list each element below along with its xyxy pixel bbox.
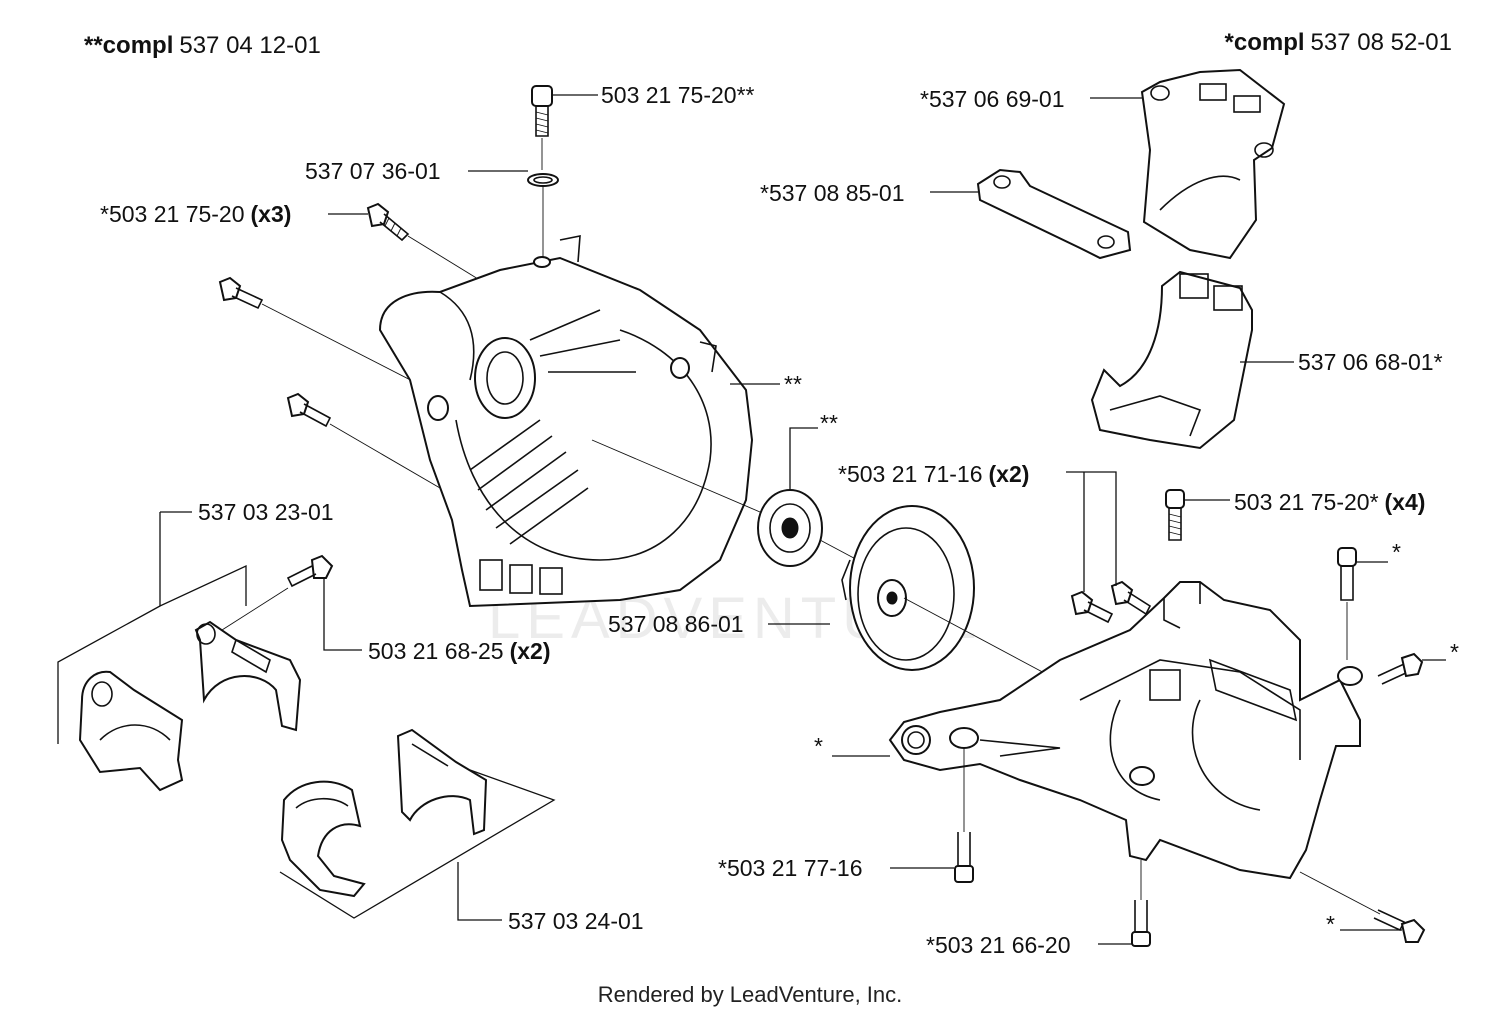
screw-77-part (954, 748, 974, 883)
crankcase-half-right-part (888, 581, 1381, 915)
right-assembly-number: 537 08 52-01 (1311, 29, 1452, 56)
screw-x2-part (1070, 580, 1152, 624)
bearing-part (591, 439, 881, 573)
label-cover-bottom: 537 06 68-01* (1298, 349, 1443, 375)
screw-left-upper-part (218, 276, 431, 391)
screw-right-vertical-part (1337, 547, 1357, 660)
label-bottom-right-marker: * (1326, 911, 1335, 937)
label-screw-x4: 503 21 75-20*(x4) (1234, 489, 1425, 515)
screw-66-part (1131, 860, 1151, 947)
label-crankcase-left-marker: * (814, 733, 823, 759)
screw-top-part (531, 85, 553, 170)
label-screw-68-number: 503 21 68-25 (368, 638, 504, 664)
gasket-part (976, 168, 1132, 260)
label-screw-77: *503 21 77-16 (718, 855, 863, 881)
screw-right-horizontal-part (1377, 652, 1424, 685)
label-screw-68-qty: (x2) (510, 638, 551, 664)
label-screw-x2: *503 21 71-16(x2) (838, 461, 1029, 487)
cover-top-part (1140, 68, 1286, 260)
screw-left-lower-part (286, 392, 441, 489)
label-screw-x4-number: 503 21 75-20* (1234, 489, 1379, 515)
seal-plate-part (841, 505, 1051, 677)
label-screw-x2-number: *503 21 71-16 (838, 461, 983, 487)
screw-x4-part (1165, 489, 1185, 541)
screw-68-part (221, 554, 334, 631)
screw-x3-part (366, 202, 410, 242)
cover-bottom-part (1090, 270, 1253, 450)
label-screw-x2-qty: (x2) (989, 461, 1030, 487)
screw-bottom-right-part (1373, 909, 1426, 943)
label-screw-x3: *503 21 75-20(x3) (100, 201, 291, 227)
clamp-lower-a-part (280, 780, 366, 898)
circlip-part (527, 173, 559, 260)
clamp-lower-b-part (396, 728, 488, 836)
label-star-right-1: * (1392, 539, 1401, 565)
footer-credit: Rendered by LeadVenture, Inc. (598, 982, 903, 1007)
label-housing-marker: ** (784, 371, 802, 397)
label-bearing-marker: ** (820, 410, 838, 436)
label-screw-68: 503 21 68-25(x2) (368, 638, 550, 664)
label-cover-top: *537 06 69-01 (920, 86, 1065, 112)
crankcase-half-left-part (378, 235, 754, 608)
label-screw-66: *503 21 66-20 (926, 932, 1071, 958)
clamp-half-b-part (194, 620, 302, 732)
clamp-upper-bracket-left (57, 605, 161, 744)
clamp-half-a-part (78, 670, 184, 792)
clamp-upper-bracket-line (159, 512, 247, 608)
label-clamp-lower: 537 03 24-01 (508, 908, 644, 934)
label-screw-x4-qty: (x4) (1385, 489, 1426, 515)
label-circlip: 537 07 36-01 (305, 158, 441, 184)
left-assembly-number: 537 04 12-01 (179, 32, 320, 59)
right-assembly-prefix: *compl (1225, 29, 1305, 56)
clamp-lower-bracket-line (279, 769, 556, 919)
label-seal-plate: 537 08 86-01 (608, 611, 744, 637)
label-clamp-upper: 537 03 23-01 (198, 499, 334, 525)
label-gasket: *537 08 85-01 (760, 180, 905, 206)
label-screw-x3-number: *503 21 75-20 (100, 201, 245, 227)
left-assembly-prefix: **compl (84, 32, 173, 59)
label-screw-x3-qty: (x3) (251, 201, 292, 227)
label-screw-top: 503 21 75-20** (601, 82, 755, 108)
label-star-right-2: * (1450, 639, 1459, 665)
